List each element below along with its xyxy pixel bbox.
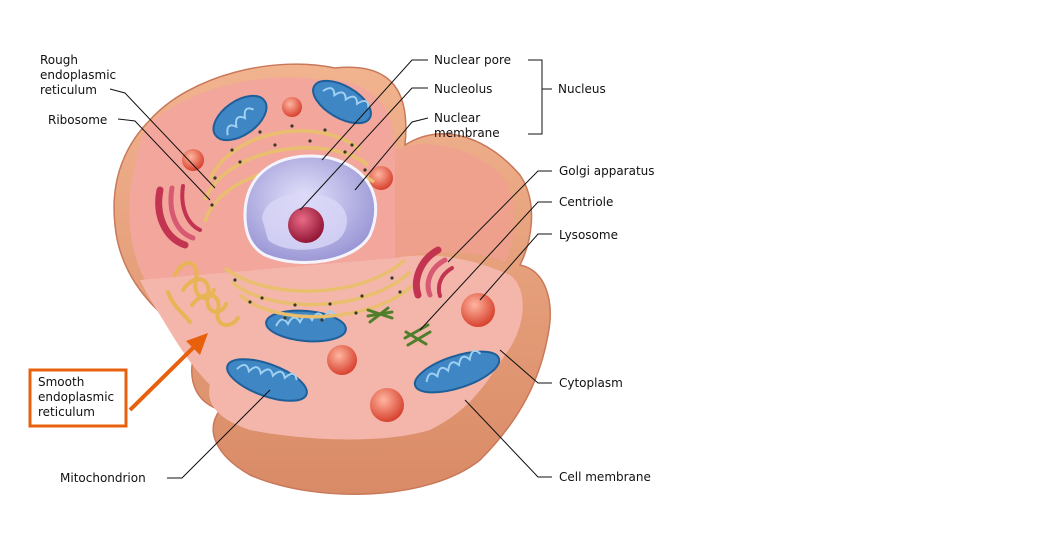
mitochondrion-shape: [212, 94, 268, 142]
lysosome-shape: [369, 166, 393, 190]
label-nucleus: Nucleus: [558, 82, 606, 96]
smooth-er-highlight-box: [28, 368, 128, 428]
lysosome-shape: [182, 149, 204, 171]
nucleolus-shape: [288, 207, 324, 243]
centrioles-shape: [366, 306, 432, 347]
leader-lines: [109, 59, 552, 479]
lysosomes: [182, 97, 495, 422]
lysosome-shape: [327, 345, 357, 375]
nucleus-shape: [243, 154, 378, 264]
golgi-apparatus-shape: [155, 184, 454, 299]
smooth-er-shape: [166, 261, 240, 327]
label-rough-er: Rough endoplasmic reticulum: [40, 53, 120, 97]
label-golgi-apparatus: Golgi apparatus: [559, 164, 655, 178]
label-cell-membrane: Cell membrane: [559, 470, 651, 484]
lysosome-shape: [370, 388, 404, 422]
cell-right-rim: [395, 144, 515, 262]
lysosome-shape: [282, 97, 302, 117]
mitochondrion-shape: [226, 358, 308, 402]
label-centriole: Centriole: [559, 195, 613, 209]
label-mitochondrion: Mitochondrion: [60, 471, 146, 485]
cytoplasm-floor: [140, 255, 523, 440]
label-nuclear-pore: Nuclear pore: [434, 53, 511, 67]
label-cytoplasm: Cytoplasm: [559, 376, 623, 390]
ribosomes-shape: [210, 124, 402, 322]
highlight-arrow: [128, 333, 208, 412]
lysosome-shape: [461, 293, 495, 327]
label-nuclear-membrane: Nuclear membrane: [434, 111, 500, 140]
label-ribosome: Ribosome: [48, 113, 107, 127]
mitochondrion-shape: [312, 79, 372, 125]
mitochondrion-shape: [413, 350, 501, 394]
label-smooth-er: Smooth endoplasmic reticulum: [38, 375, 118, 419]
label-lysosome: Lysosome: [559, 228, 618, 242]
label-nucleolus: Nucleolus: [434, 82, 492, 96]
mitochondria: [212, 79, 501, 402]
